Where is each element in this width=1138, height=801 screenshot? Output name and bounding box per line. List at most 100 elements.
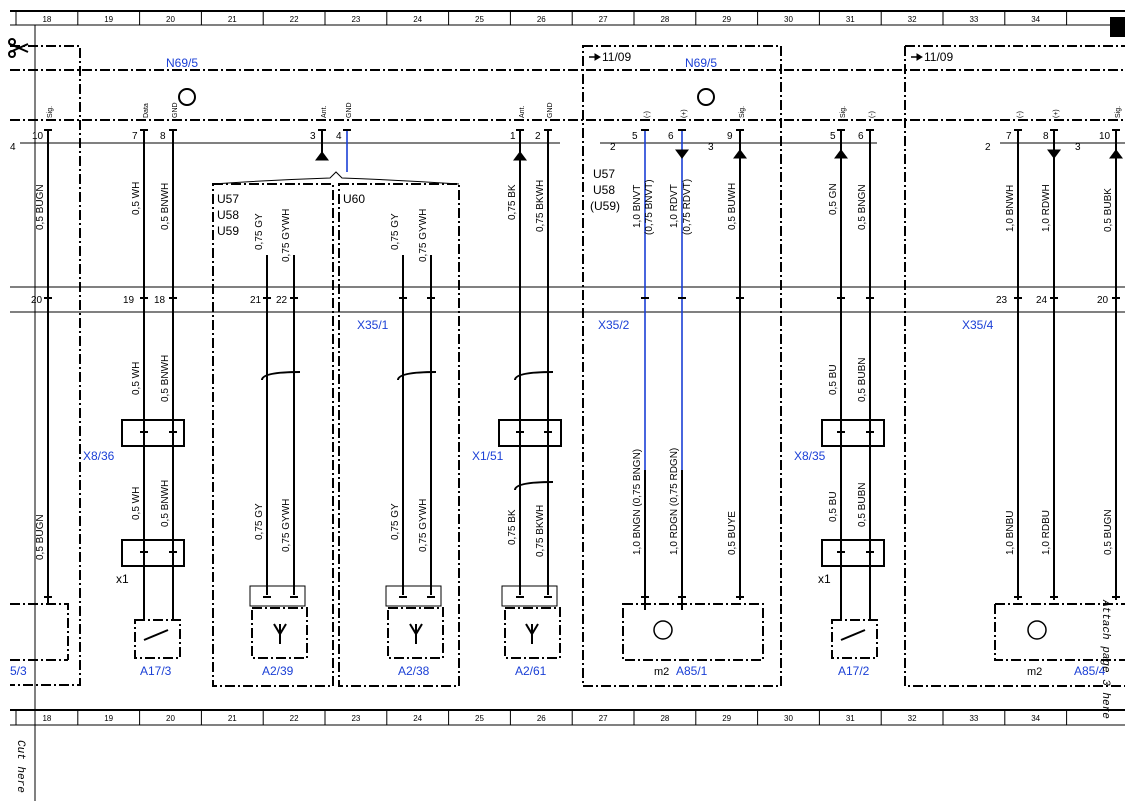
pin-10: 10 (32, 131, 44, 142)
label-x8-35: X8/35 (794, 449, 826, 463)
wire-c34b-bot: 1,0 RDBU (1041, 510, 1052, 555)
label-a17-3: A17/3 (140, 664, 172, 678)
wire-c34b-top: 1,0 RDWH (1041, 184, 1052, 232)
pinname-data: Data (143, 103, 150, 118)
label-x1-b: x1 (818, 572, 831, 586)
label-a17-2: A17/2 (838, 664, 870, 678)
grid-col-footer: 21 (228, 714, 237, 723)
pin-21: 21 (250, 295, 262, 306)
switch-icon (143, 629, 866, 641)
pinname-minus-3: (-) (1017, 111, 1024, 118)
label-ref-11-09-b: 11/09 (924, 50, 953, 64)
pin-2-right: 2 (985, 142, 991, 153)
wire-c34a-top: 1,0 BNWH (1005, 185, 1016, 232)
grid-col-footer: 23 (351, 714, 360, 723)
grid-col-footer: 27 (599, 714, 608, 723)
grid-col-header: 31 (846, 15, 855, 24)
grid-col-footer: 26 (537, 714, 546, 723)
label-m2-a: m2 (654, 666, 669, 678)
grid-col-footer: 19 (104, 714, 113, 723)
wire-c28a-top2: (0,75 BNVT) (644, 179, 655, 235)
pinname-minus-2: (-) (869, 111, 876, 118)
label-x1-51: X1/51 (472, 449, 504, 463)
wire-c31a-mid: 0,5 BU (828, 364, 839, 395)
variant-u57-a: U57 (217, 192, 239, 206)
grid-col-footer: 34 (1031, 714, 1040, 723)
grid-col-header: 28 (660, 15, 669, 24)
wire-c20-a: 0,5 BNWH (160, 183, 171, 230)
grid-col-header: 21 (228, 15, 237, 24)
grid-col-footer: 32 (908, 714, 917, 723)
wire-c31b-mid: 0,5 BUBN (857, 358, 868, 402)
grid-col-footer: 25 (475, 714, 484, 723)
grid-col-footer: 29 (722, 714, 731, 723)
wire-c29-top: 0,5 BUWH (727, 183, 738, 230)
grid-col-header: 29 (722, 15, 731, 24)
pin-7b: 7 (1006, 131, 1012, 142)
antenna-icon (273, 623, 539, 644)
grid-col-footer: 33 (969, 714, 978, 723)
pin-8b: 8 (1043, 131, 1049, 142)
grid-col-header: 26 (537, 15, 546, 24)
wire-labels: 0,5 BUGN 0,5 BUGN 0,5 WH 0,5 WH 0,5 WH 0… (35, 179, 1114, 560)
grid-col-header: 32 (908, 15, 917, 24)
grid-col-footer: 20 (166, 714, 175, 723)
grid-col-footer: 30 (784, 714, 793, 723)
pin-2-mid: 2 (610, 142, 616, 153)
pinname-ant-1: Ant. (321, 105, 328, 118)
wire-c19-c: 0,5 WH (131, 487, 142, 520)
label-a2-39: A2/39 (262, 664, 294, 678)
wire-c31a-top: 0,5 GN (828, 183, 839, 215)
label-m2-b: m2 (1027, 666, 1042, 678)
pin-4: 4 (336, 131, 342, 142)
grid-col-header: 19 (104, 15, 113, 24)
pin-19: 19 (123, 295, 135, 306)
pin-1: 1 (510, 131, 516, 142)
pin-24: 24 (1036, 295, 1048, 306)
grid-col-header: 24 (413, 15, 422, 24)
wire-c20-c: 0,5 BNWH (160, 480, 171, 527)
wire-c24-b: 0,75 GY (390, 503, 401, 540)
wire-c18-bot: 0,5 BUGN (35, 514, 46, 560)
arrow-icon (589, 53, 923, 61)
wire-c28a-top1: 1,0 BNVT (632, 185, 643, 228)
label-x35-4: X35/4 (962, 318, 994, 332)
pinname-sig-2: Sig. (739, 106, 746, 118)
pin-2: 2 (535, 131, 541, 142)
wire-c18-top: 0,5 BUGN (35, 184, 46, 230)
label-frag-3: 5/3 (10, 664, 27, 678)
wire-c22w-b: 0,75 GYWH (281, 499, 292, 552)
wire-c24-a: 0,75 GY (390, 213, 401, 250)
wire-c26-a: 0,75 BK (507, 184, 518, 220)
pin-7: 7 (132, 131, 138, 142)
grid-header (10, 10, 1125, 26)
blue-wires (346, 130, 683, 470)
page-corner-icon (1110, 17, 1125, 37)
pinname-gnd-3: GND (547, 102, 554, 118)
variant-u57-b: U57 (593, 167, 615, 181)
grid-col-header: 25 (475, 15, 484, 24)
pinname-sig-4: Sig. (1115, 106, 1122, 118)
component-boxes (10, 45, 1125, 687)
grid-col-header: 18 (42, 15, 51, 24)
grid-col-footer: 31 (846, 714, 855, 723)
grid-col-header: 27 (599, 15, 608, 24)
wire-c19-b: 0,5 WH (131, 362, 142, 395)
pin-5b: 5 (830, 131, 836, 142)
wire-c31b-bot: 0,5 BUBN (857, 483, 868, 527)
label-x1-a: x1 (116, 572, 129, 586)
cut-here-label: Cut here (14, 740, 26, 793)
wire-c22-a: 0,75 GY (254, 213, 265, 250)
wire-c19-a: 0,5 WH (131, 182, 142, 215)
wire-c28b-top1: 1,0 RDVT (669, 184, 680, 228)
pin-8: 8 (160, 131, 166, 142)
variant-u58-a: U58 (217, 208, 239, 222)
transistor-icon (178, 88, 715, 106)
wire-c34a-bot: 1,0 BNBU (1005, 511, 1016, 555)
grid-col-header: 34 (1031, 15, 1040, 24)
wire-c26w-b: 0,75 BKWH (535, 505, 546, 557)
pin-3-mid: 3 (708, 142, 714, 153)
pinname-gnd-1: GND (172, 102, 179, 118)
triangle-symbols (315, 149, 1123, 161)
